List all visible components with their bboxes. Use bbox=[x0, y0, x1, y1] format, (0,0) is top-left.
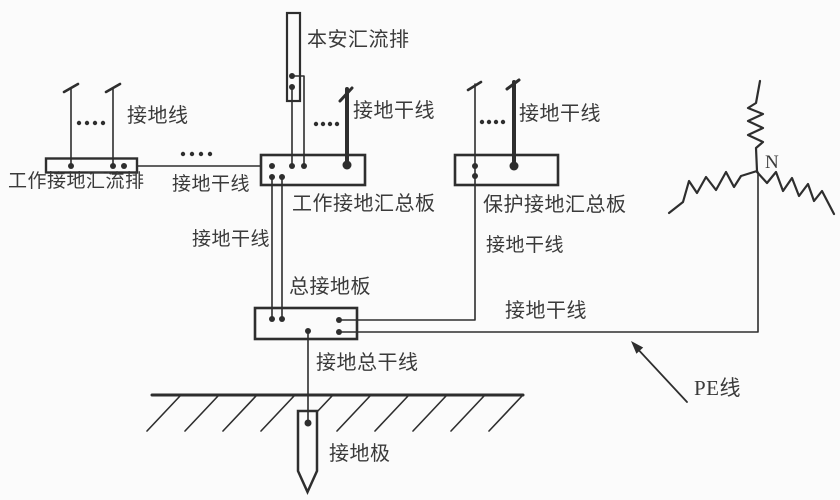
grounding-electrode-shape bbox=[296, 409, 319, 496]
working-grounding-busbar-label: 工作接地汇流排 bbox=[8, 171, 145, 192]
intrinsic-safety-busbar-label: 本安汇流排 bbox=[307, 29, 410, 51]
neutral-star-symbol bbox=[667, 79, 836, 216]
grounding-trunk-left-label: 接地干线 bbox=[172, 174, 251, 195]
ellipsis-dots-left-leads bbox=[76, 120, 106, 126]
pe-arrow bbox=[631, 341, 688, 403]
grounding-electrode-label: 接地极 bbox=[329, 443, 391, 465]
grounding-wire-label: 接地线 bbox=[127, 105, 189, 127]
busbar-downlead-wire-2 bbox=[291, 75, 305, 167]
protective-grounding-board-shape bbox=[453, 153, 560, 187]
main-grounding-board-shape bbox=[253, 306, 359, 341]
wire-end-tick bbox=[62, 82, 80, 94]
main-grounding-trunk-label: 接地总干线 bbox=[316, 352, 419, 374]
ground-hatching bbox=[146, 393, 525, 432]
terminal-dots bbox=[68, 73, 519, 427]
grounding-trunk-long-label: 接地干线 bbox=[505, 300, 587, 322]
grounding-trunk-wire-long bbox=[338, 171, 759, 333]
protective-grounding-board-label: 保护接地汇总板 bbox=[483, 194, 627, 216]
main-grounding-board-label: 总接地板 bbox=[289, 276, 371, 298]
winding-top bbox=[746, 79, 765, 173]
intrinsic-safety-busbar-shape bbox=[285, 11, 302, 103]
grounding-trunk-wire-protective bbox=[338, 83, 476, 321]
grounding-trunk-right-top-label: 接地干线 bbox=[519, 103, 601, 125]
pe-line-label: PE线 bbox=[694, 376, 742, 400]
winding-left bbox=[667, 169, 759, 215]
ellipsis-dots-left-trunk bbox=[180, 151, 213, 157]
working-grounding-board-label: 工作接地汇总板 bbox=[292, 193, 436, 215]
wires bbox=[62, 75, 759, 424]
working-grounding-board-shape bbox=[259, 153, 367, 187]
wire-end-tick bbox=[466, 80, 483, 92]
winding-right bbox=[755, 170, 836, 216]
ellipsis-dots-right bbox=[479, 119, 506, 125]
grounding-trunk-middle-top-label: 接地干线 bbox=[353, 100, 435, 122]
grounding-trunk-middle-down-label: 接地干线 bbox=[192, 229, 271, 250]
ellipsis-dots-middle bbox=[313, 121, 340, 127]
wire-end-tick bbox=[505, 78, 521, 91]
wire-end-tick bbox=[104, 82, 122, 94]
wire-end-tick bbox=[338, 86, 354, 103]
neutral-point-label: N bbox=[765, 152, 780, 173]
grounding-trunk-right-down-label: 接地干线 bbox=[486, 235, 565, 256]
